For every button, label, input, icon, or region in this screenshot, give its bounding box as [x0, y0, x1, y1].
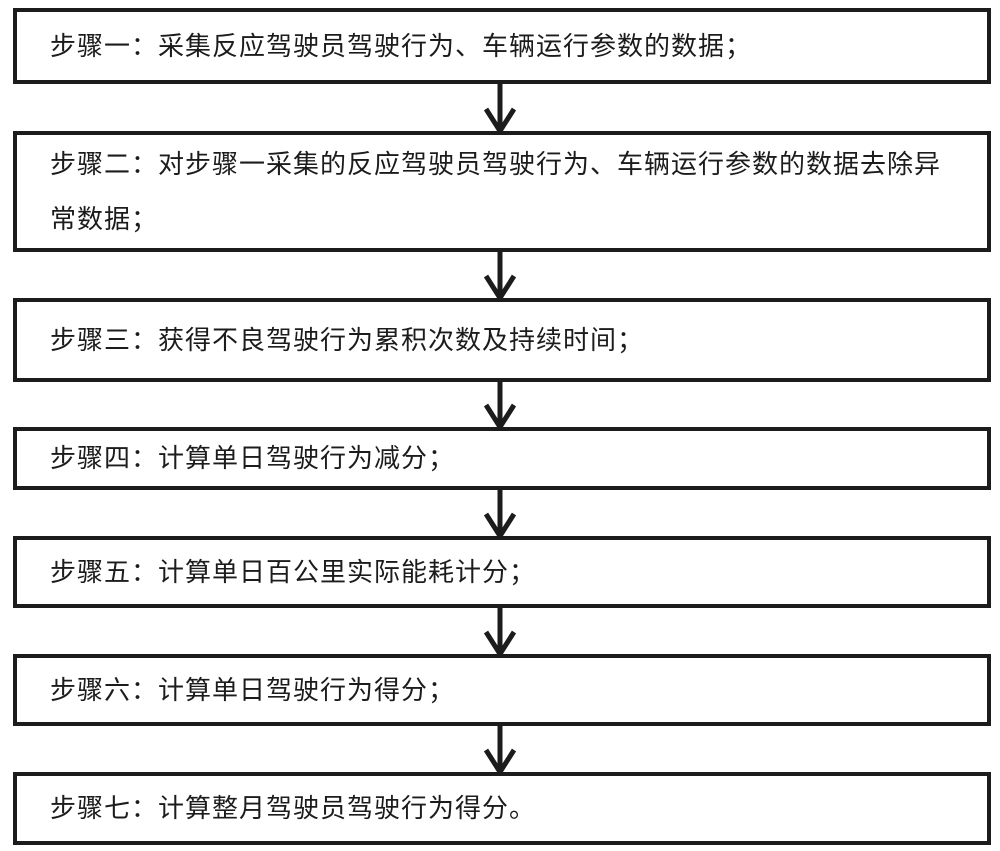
step-box-4: 步骤四：计算单日驾驶行为减分；: [13, 427, 991, 490]
step-label-3: 步骤三：获得不良驾驶行为累积次数及持续时间；: [50, 325, 645, 355]
step-label-1: 步骤一：采集反应驾驶员驾驶行为、车辆运行参数的数据；: [50, 31, 753, 61]
step-box-2: 步骤二：对步骤一采集的反应驾驶员驾驶行为、车辆运行参数的数据去除异常数据；: [13, 131, 991, 252]
step-box-1: 步骤一：采集反应驾驶员驾驶行为、车辆运行参数的数据；: [13, 8, 991, 84]
flow-down-arrow-icon: [483, 82, 517, 133]
step-label-4: 步骤四：计算单日驾驶行为减分；: [50, 444, 456, 473]
flow-down-arrow-icon: [483, 380, 517, 429]
step-box-7: 步骤七：计算整月驾驶员驾驶行为得分。: [13, 772, 991, 845]
step-label-2: 步骤二：对步骤一采集的反应驾驶员驾驶行为、车辆运行参数的数据去除异常数据；: [50, 149, 942, 234]
flow-down-arrow-icon: [483, 606, 517, 656]
step-label-7: 步骤七：计算整月驾驶员驾驶行为得分。: [50, 794, 537, 823]
step-label-6: 步骤六：计算单日驾驶行为得分；: [50, 675, 456, 705]
flow-down-arrow-icon: [483, 488, 517, 538]
step-box-6: 步骤六：计算单日驾驶行为得分；: [13, 654, 991, 726]
step-label-5: 步骤五：计算单日百公里实际能耗计分；: [50, 557, 537, 587]
step-box-5: 步骤五：计算单日百公里实际能耗计分；: [13, 536, 991, 608]
step-box-3: 步骤三：获得不良驾驶行为累积次数及持续时间；: [13, 298, 991, 382]
flow-down-arrow-icon: [483, 724, 517, 774]
flow-down-arrow-icon: [483, 250, 517, 300]
